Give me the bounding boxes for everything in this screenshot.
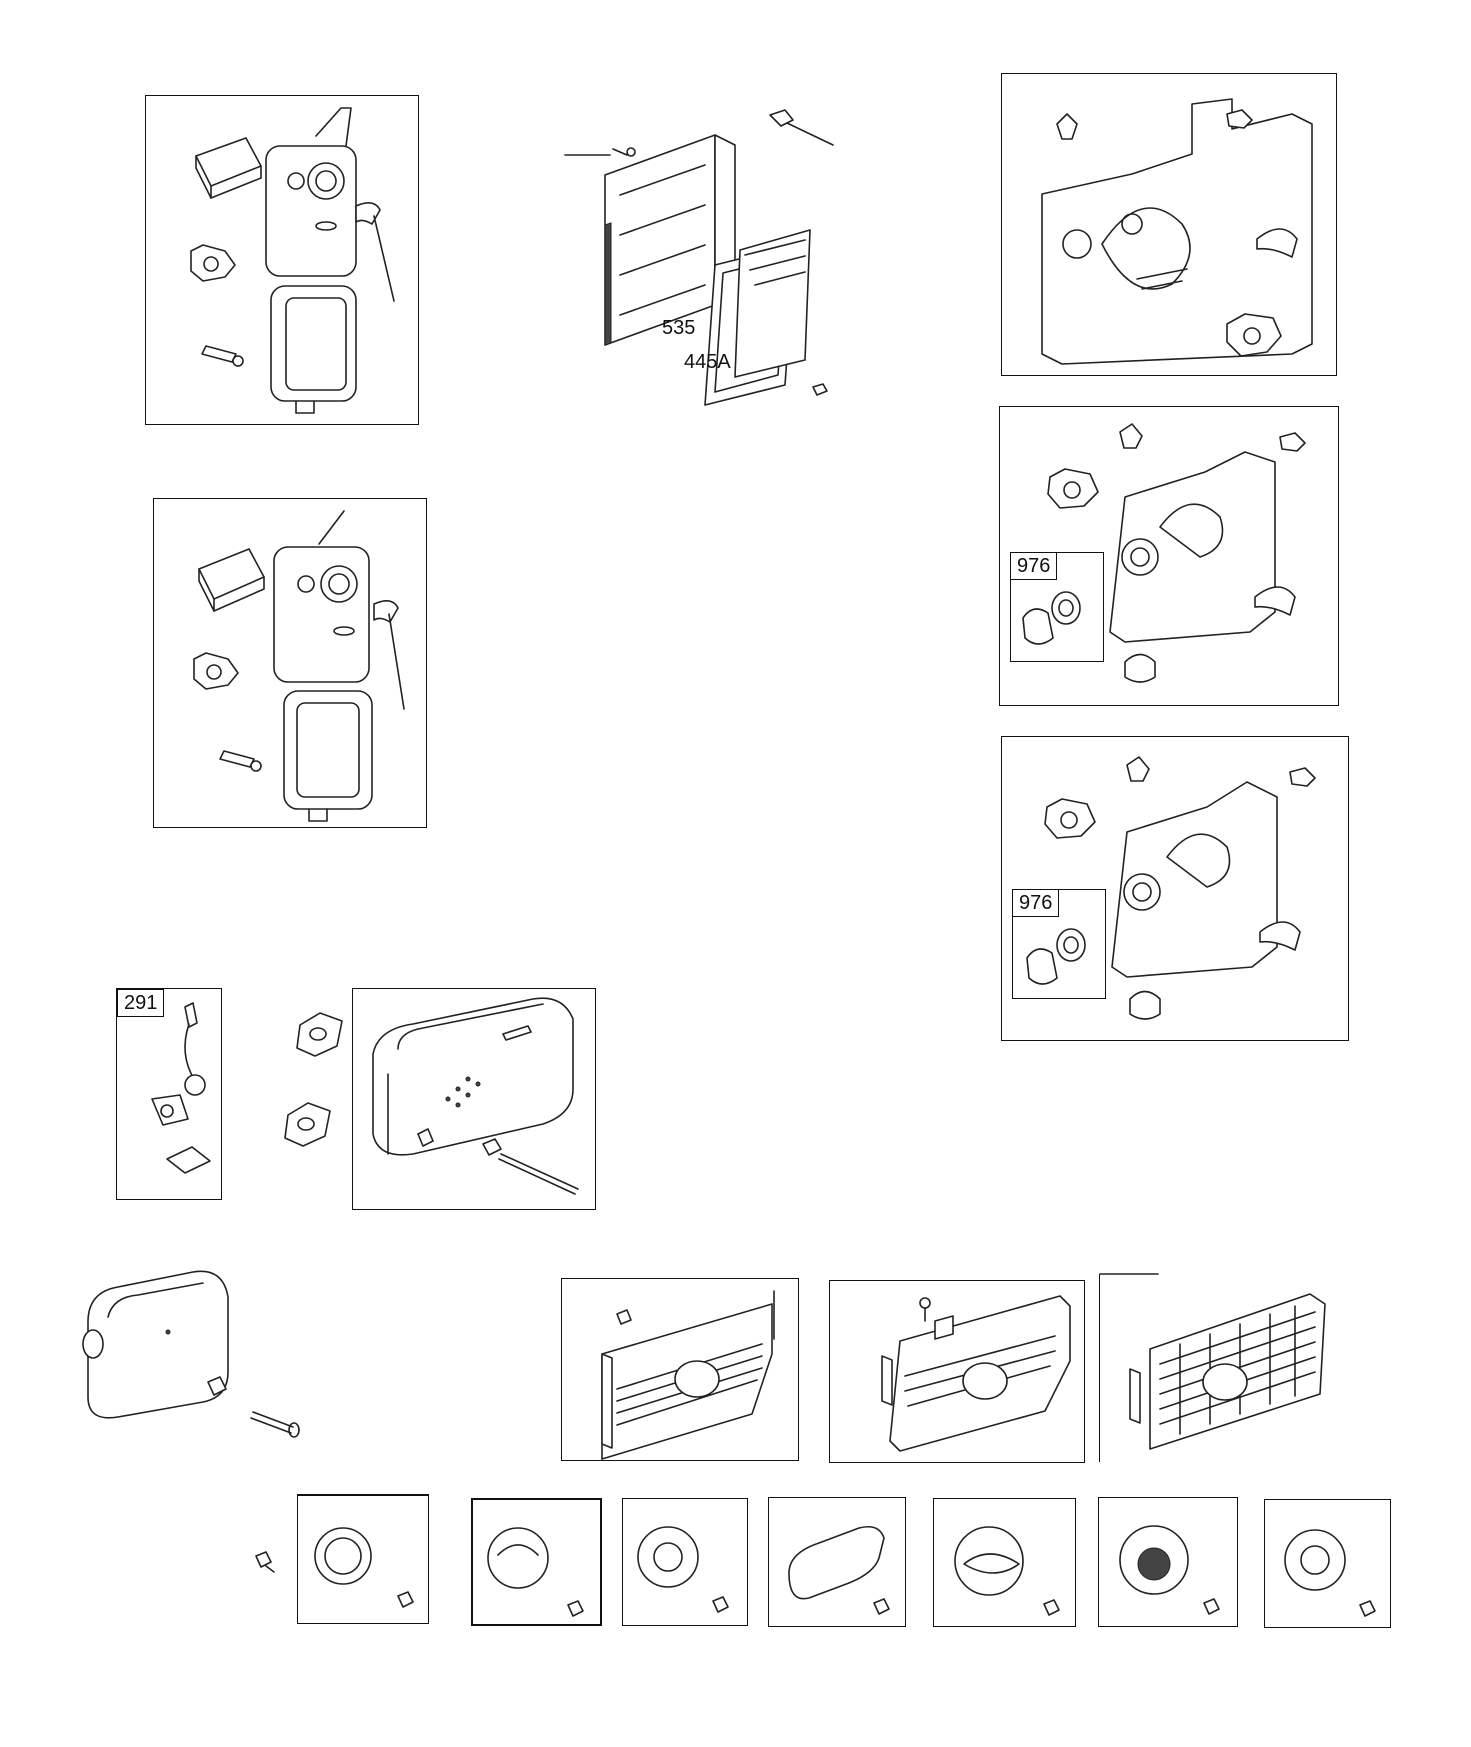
part-291-drawing <box>151 1002 211 1174</box>
heat-shield-drawing-3 <box>1099 1273 1326 1450</box>
carburetor-panel-1 <box>1001 73 1337 376</box>
muffler-gaskets <box>280 1000 350 1170</box>
deflector-panel-4 <box>768 1497 906 1627</box>
carburetor-drawing-1 <box>1041 98 1313 365</box>
deflector-drawing-5 <box>954 1526 1060 1616</box>
muffler-drawing <box>372 997 579 1195</box>
deflector-drawing-6 <box>1119 1525 1220 1615</box>
screw-loose-drawing <box>255 1551 275 1573</box>
muffler-gaskets-drawing <box>284 1012 343 1147</box>
air-cleaner-assembly-drawing-1 <box>190 107 395 414</box>
deflector-panel-1 <box>297 1494 429 1624</box>
muffler-standalone <box>78 1262 318 1452</box>
deflector-panel-6 <box>1098 1497 1238 1627</box>
carburetor-panel-3: 976 <box>1001 736 1349 1041</box>
muffler-standalone-drawing <box>82 1270 300 1438</box>
carburetor-drawing-3 <box>1044 756 1316 1020</box>
deflector-drawing-1 <box>314 1527 414 1608</box>
screw-loose <box>252 1548 282 1578</box>
deflector-panel-7 <box>1264 1499 1391 1628</box>
callout-291: 291 <box>117 989 165 1017</box>
air-filter-housing-drawing <box>564 109 834 406</box>
air-cleaner-assembly-panel-1 <box>145 95 419 425</box>
heat-shield-drawing-1 <box>601 1290 775 1460</box>
callout-976-a: 976 <box>1010 552 1058 580</box>
callout-445a: 445A <box>684 351 731 373</box>
air-cleaner-assembly-panel-2 <box>153 498 427 828</box>
deflector-drawing-4 <box>788 1525 890 1615</box>
deflector-panel-2 <box>471 1498 602 1626</box>
deflector-drawing-3 <box>637 1526 729 1613</box>
heat-shield-drawing-2 <box>881 1295 1071 1452</box>
heat-shield-panel-2 <box>829 1280 1085 1463</box>
deflector-panel-3 <box>622 1498 748 1626</box>
carburetor-panel-2: 976 <box>999 406 1339 706</box>
heat-shield-panel-3 <box>1099 1273 1330 1462</box>
part-976-inset-drawing-2 <box>1026 928 1086 985</box>
deflector-drawing-7 <box>1284 1529 1376 1617</box>
part-976-inset-drawing-1 <box>1022 591 1081 645</box>
air-cleaner-assembly-drawing-2 <box>193 510 405 822</box>
carburetor-drawing-2 <box>1047 423 1306 683</box>
part-291-panel: 291 <box>116 988 222 1200</box>
air-filter-housing-assembly: 535 445A <box>564 105 865 415</box>
deflector-panel-5 <box>933 1498 1076 1627</box>
heat-shield-panel-1 <box>561 1278 799 1461</box>
deflector-drawing-2 <box>487 1527 584 1617</box>
callout-976-b: 976 <box>1012 889 1060 917</box>
callout-535: 535 <box>662 317 696 339</box>
muffler-panel <box>352 988 596 1210</box>
